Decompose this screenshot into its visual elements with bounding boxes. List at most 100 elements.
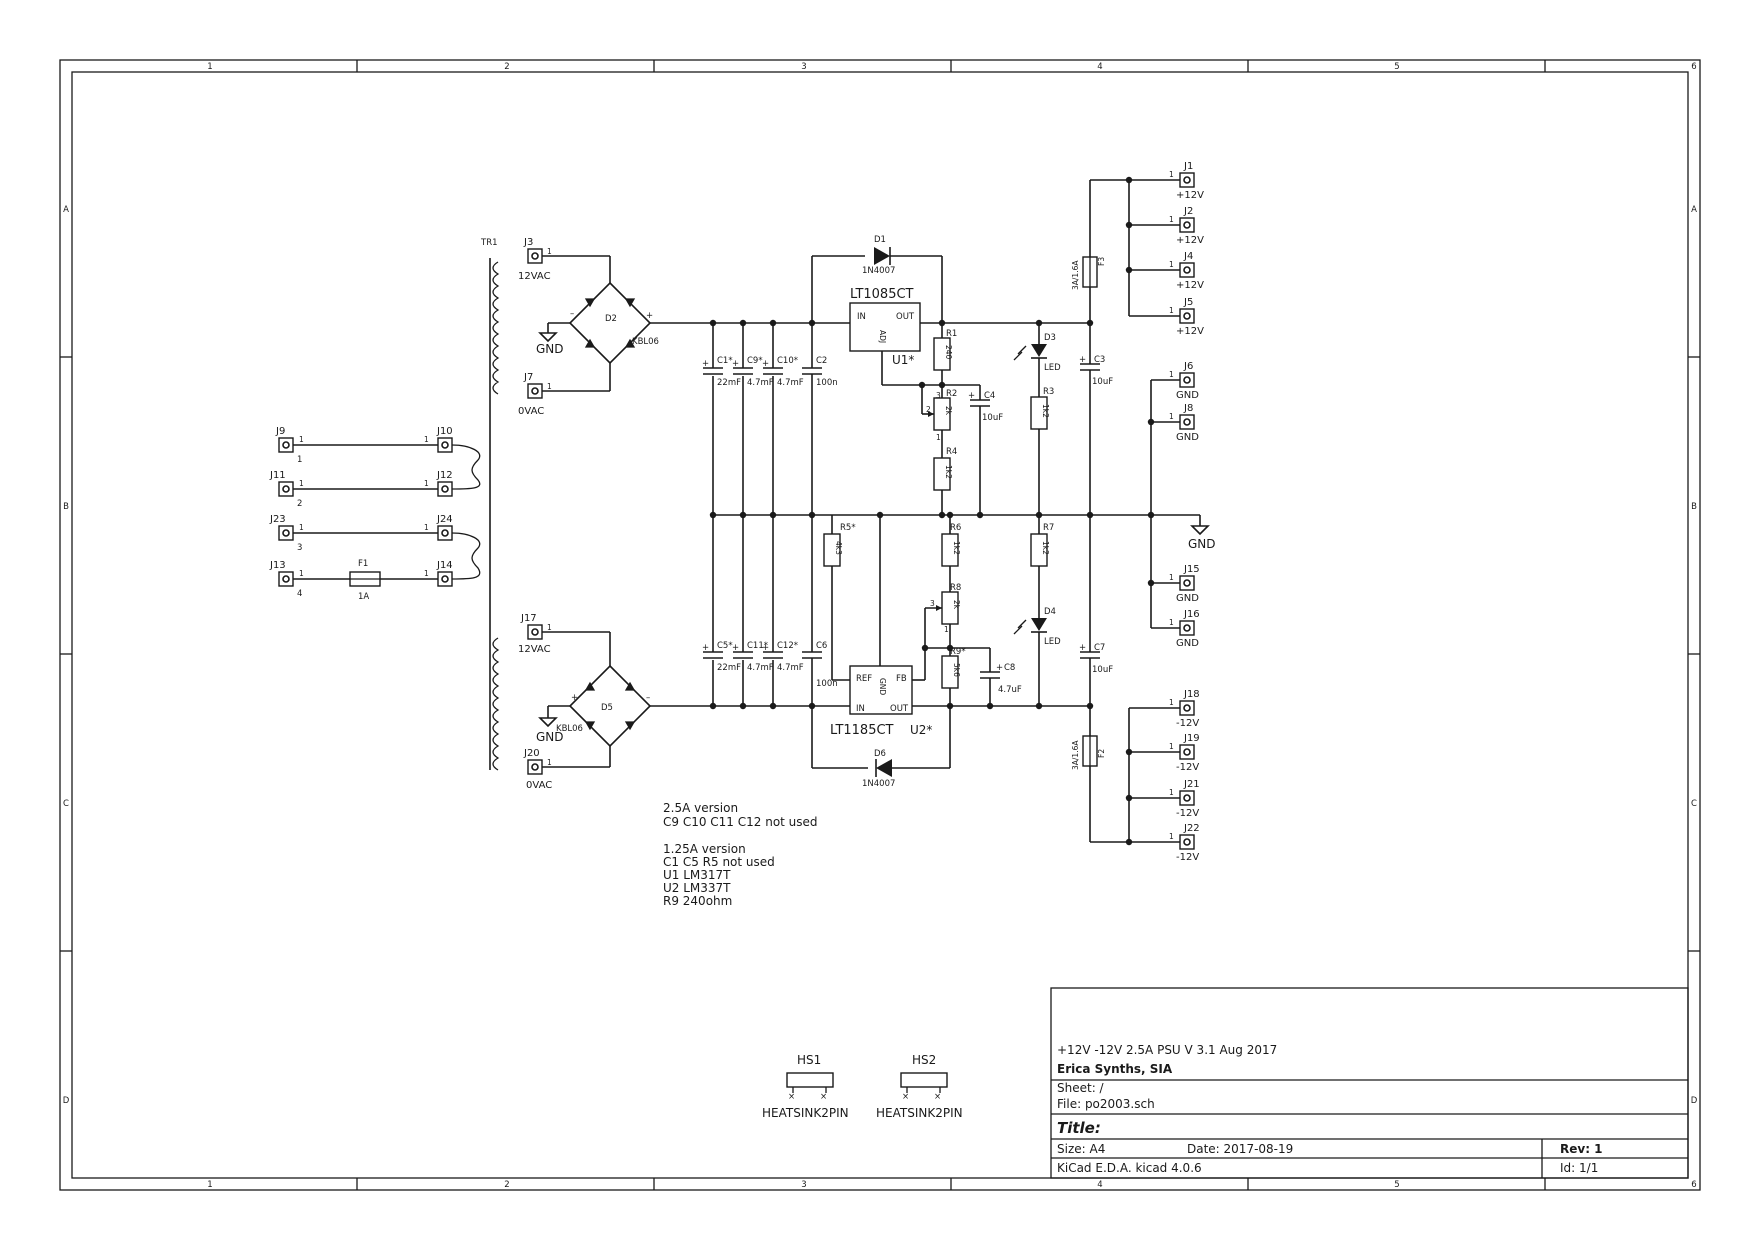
- schematic-label: C9 C10 C11 C12 not used: [663, 815, 818, 829]
- schematic-label: +12V: [1176, 326, 1204, 337]
- schematic-label: 1: [299, 435, 304, 444]
- schematic-label: GND: [1176, 638, 1199, 649]
- schematic-label: J15: [1183, 564, 1200, 575]
- schematic-label: F3: [1097, 257, 1106, 266]
- upper-regulator: D1 1N4007 LT1085CT IN OUT ADJ U1* 240 R1…: [811, 235, 1003, 515]
- schematic-label: HS2: [912, 1053, 936, 1067]
- schematic-label: 1: [1169, 306, 1174, 315]
- id-label: Id: 1/1: [1560, 1161, 1598, 1175]
- row-label: C: [63, 799, 69, 809]
- schematic-label: FB: [896, 674, 907, 684]
- schematic-label: IN: [856, 704, 865, 714]
- schematic-label: -12V: [1176, 762, 1199, 773]
- schematic-label: J22: [1183, 823, 1200, 834]
- schematic-label: 10uF: [982, 413, 1003, 423]
- schematic-label: R7: [1043, 523, 1054, 533]
- schematic-label: +: [968, 391, 975, 401]
- schematic-label: J9: [275, 426, 285, 437]
- schematic-label: –: [646, 693, 650, 703]
- schematic-label: J8: [1183, 403, 1193, 414]
- schematic-label: 1: [547, 623, 552, 632]
- col-label: 3: [801, 1180, 806, 1190]
- row-label: C: [1691, 799, 1697, 809]
- sheet-label: Sheet: /: [1057, 1081, 1105, 1095]
- schematic-label: R5*: [840, 523, 856, 533]
- schematic-label: C12*: [777, 641, 798, 651]
- size-label: Size: A4: [1057, 1142, 1105, 1156]
- schematic-label: D2: [605, 314, 617, 324]
- connector-j1: J1 1 +12V: [1169, 161, 1204, 201]
- schematic-label: GND: [536, 730, 564, 744]
- schematic-label: J19: [1183, 733, 1200, 744]
- schematic-label: ×: [820, 1092, 827, 1102]
- schematic-label: C2: [816, 356, 827, 366]
- schematic-label: 2k: [952, 600, 961, 610]
- schematic-label: U1 LM317T: [663, 868, 731, 882]
- company-name: Erica Synths, SIA: [1057, 1062, 1173, 1076]
- col-label: 6: [1691, 62, 1696, 72]
- schematic-label: 4.7mF: [777, 378, 804, 388]
- schematic-label: C9*: [747, 356, 763, 366]
- schematic-label: +: [732, 359, 739, 369]
- schematic-label: J6: [1183, 361, 1193, 372]
- schematic-label: ×: [934, 1092, 941, 1102]
- schematic-label: 1N4007: [862, 779, 895, 789]
- schematic-label: R8: [950, 583, 961, 593]
- connector-j16: J16 1 GND: [1169, 609, 1200, 649]
- connector-j15: J15 1 GND: [1169, 564, 1200, 604]
- schematic-label: GND: [878, 678, 887, 695]
- sheet-border: 1 2 3 4 5 6 1 2 3 4 5 6 A B C D A B C D: [59, 59, 1701, 1191]
- schematic-label: TR1: [480, 238, 498, 248]
- row-label: D: [63, 1096, 70, 1106]
- row-label: B: [1691, 502, 1697, 512]
- schematic-label: J12: [436, 470, 453, 481]
- upper-output: D3 LED 1k2 R3 + C3 10uF F3 3A/1.6A: [1013, 176, 1180, 515]
- schematic-label: J24: [436, 514, 453, 525]
- schematic-label: HEATSINK2PIN: [876, 1106, 963, 1120]
- schematic-label: 3: [930, 599, 935, 608]
- schematic-label: F2: [1097, 749, 1106, 758]
- schematic-label: 1k2: [1041, 541, 1050, 555]
- schematic-label: 2.5A version: [663, 801, 738, 815]
- schematic-label: 1: [1169, 573, 1174, 582]
- schematic-label: 1A: [358, 592, 369, 602]
- schematic-label: +: [1079, 355, 1086, 365]
- schematic-label: -12V: [1176, 808, 1199, 819]
- schematic-label: 4: [297, 589, 302, 599]
- schematic-label: J5: [1183, 297, 1193, 308]
- col-label: 1: [207, 1180, 212, 1190]
- schematic-label: -12V: [1176, 718, 1199, 729]
- schematic-label: GND: [1188, 537, 1216, 551]
- schematic-label: D1: [874, 235, 886, 245]
- schematic-label: J4: [1183, 251, 1193, 262]
- title-block: +12V -12V 2.5A PSU V 3.1 Aug 2017 Erica …: [1050, 987, 1689, 1179]
- schematic-label: 4k3: [834, 541, 843, 555]
- schematic-label: 1: [1169, 170, 1174, 179]
- schematic-label: +: [571, 693, 578, 703]
- schematic-label: 100n: [816, 378, 838, 388]
- col-label: 4: [1097, 62, 1102, 72]
- connector-j21: J21 1 -12V: [1169, 779, 1200, 819]
- schematic-label: 1: [1169, 412, 1174, 421]
- col-label: 2: [504, 1180, 509, 1190]
- lower-output: 1k2 R7 D4 LED + C7 10uF F2 3A/1.6A: [1013, 515, 1180, 846]
- schematic-label: D6: [874, 749, 886, 759]
- col-label: 2: [504, 62, 509, 72]
- col-label: 5: [1394, 62, 1399, 72]
- schematic-label: 2: [297, 499, 302, 509]
- file-label: File: po2003.sch: [1057, 1097, 1155, 1111]
- schematic-label: J11: [269, 470, 286, 481]
- row-label: D: [1691, 1096, 1698, 1106]
- schematic-label: J16: [1183, 609, 1200, 620]
- schematic-label: 4.7uF: [998, 685, 1022, 695]
- schematic-label: 1: [1169, 742, 1174, 751]
- schematic-label: 1: [547, 247, 552, 256]
- col-label: 1: [207, 62, 212, 72]
- connector-j4: J4 1 +12V: [1169, 251, 1204, 291]
- schematic-label: D4: [1044, 607, 1056, 617]
- schematic-label: +: [762, 643, 769, 653]
- schematic-label: HS1: [797, 1053, 821, 1067]
- schematic-label: 3A/1.6A: [1071, 260, 1080, 290]
